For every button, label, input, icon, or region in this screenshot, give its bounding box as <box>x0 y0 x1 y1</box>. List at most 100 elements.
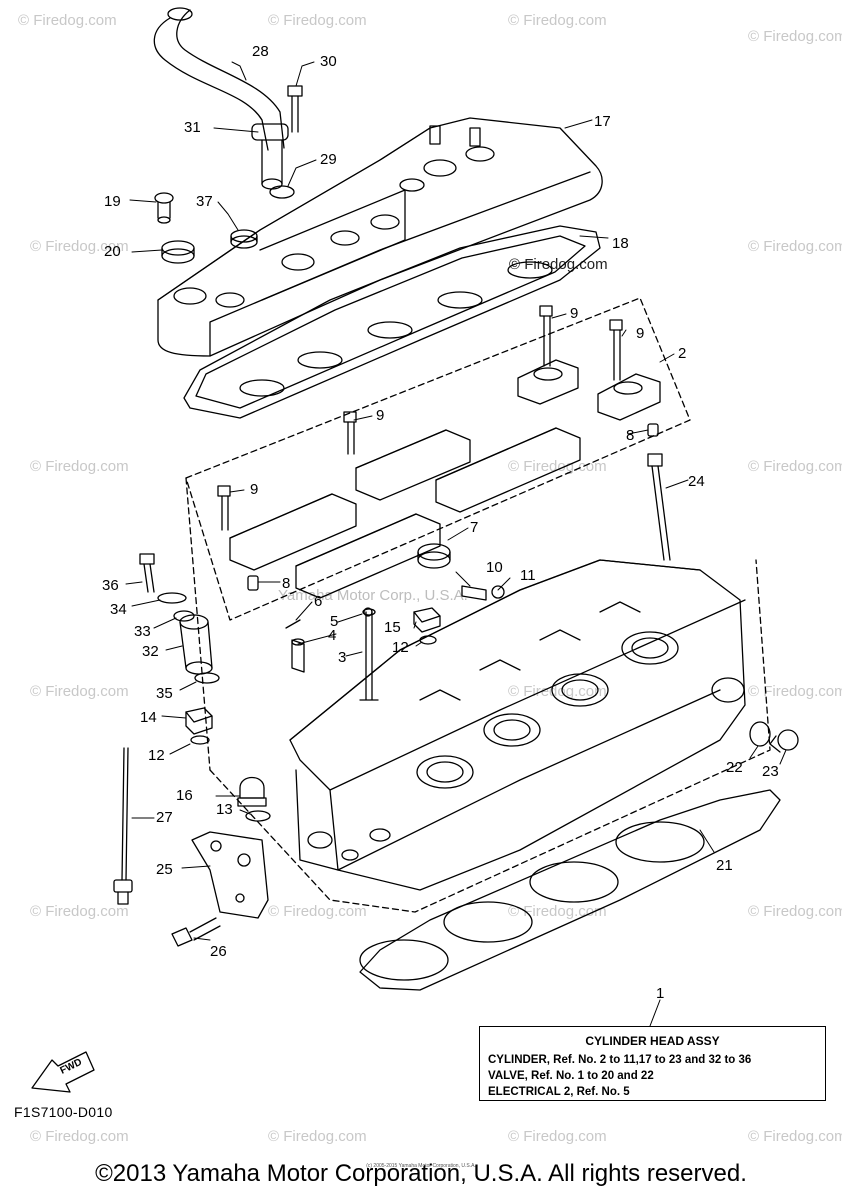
assembly-boundary <box>185 477 211 771</box>
callout-21: 21 <box>716 857 733 874</box>
footer-copyright: ©2013 Yamaha Motor Corporation, U.S.A. A… <box>95 1160 747 1187</box>
cam-cap-part <box>435 427 581 513</box>
watermark: © Firedog.com <box>30 458 129 475</box>
callout-6: 6 <box>314 593 322 610</box>
callout-15: 15 <box>384 619 401 636</box>
watermark: © Firedog.com <box>508 12 607 29</box>
bolt-part <box>171 917 221 947</box>
callout-18: 18 <box>612 235 629 252</box>
callout-17: 17 <box>594 113 611 130</box>
watermark: © Firedog.com <box>268 1128 367 1145</box>
valve-part <box>359 611 379 701</box>
assembly-boundary <box>185 297 691 621</box>
washer-part <box>419 635 437 645</box>
watermark: © Firedog.com <box>18 12 117 29</box>
callout-32: 32 <box>142 643 159 660</box>
cap-nut-part <box>237 776 267 807</box>
callout-7: 7 <box>470 519 478 536</box>
tiny-footer: (c) 2005-2015 Yamaha Motor Corporation, … <box>366 1163 476 1169</box>
callout-9d: 9 <box>250 481 258 498</box>
watermark: © Firedog.com <box>268 12 367 29</box>
callout-26: 26 <box>210 943 227 960</box>
watermark: © Firedog.com <box>748 28 842 45</box>
cam-cap-part <box>517 305 579 405</box>
dowel-pin-part <box>247 575 259 591</box>
plug-part <box>417 543 451 569</box>
washer-part <box>245 810 271 822</box>
callout-33: 33 <box>134 623 151 640</box>
o-ring-part <box>194 672 220 684</box>
grommet-part <box>230 229 258 249</box>
watermark: © Firedog.com <box>748 903 842 920</box>
watermark: © Firedog.com <box>748 683 842 700</box>
callout-8a: 8 <box>626 427 634 444</box>
watermark: © Firedog.com <box>748 458 842 475</box>
bolt-part <box>287 85 303 133</box>
plug-part <box>769 729 799 753</box>
watermark: © Firedog.com <box>508 458 607 475</box>
assembly-boundary <box>209 559 771 913</box>
cam-cap-part <box>295 513 441 599</box>
callout-8b: 8 <box>282 575 290 592</box>
cam-cap-part <box>343 411 471 501</box>
valve-part <box>362 608 376 616</box>
callout-28: 28 <box>252 43 269 60</box>
bolt-part <box>647 453 671 561</box>
callout-3: 3 <box>338 649 346 666</box>
leader-lines <box>125 61 787 1027</box>
breather-hose-part <box>153 7 289 190</box>
callout-5: 5 <box>330 613 338 630</box>
diagram-code: F1S7100-D010 <box>14 1104 113 1120</box>
callout-35: 35 <box>156 685 173 702</box>
watermark: © Firedog.com <box>268 903 367 920</box>
callout-12b: 12 <box>148 747 165 764</box>
watermark-label: © Firedog.com <box>509 256 608 273</box>
dowel-pin-part <box>647 423 659 437</box>
callout-23: 23 <box>762 763 779 780</box>
callout-22: 22 <box>726 759 743 776</box>
callout-10: 10 <box>486 559 503 576</box>
callout-4: 4 <box>328 627 336 644</box>
cylinder-head-gasket-part <box>359 789 781 991</box>
bolt-part <box>139 553 155 593</box>
legend-line: ELECTRICAL 2, Ref. No. 5 <box>488 1086 630 1098</box>
callout-31: 31 <box>184 119 201 136</box>
watermark: © Firedog.com <box>30 1128 129 1145</box>
callout-27: 27 <box>156 809 173 826</box>
nut-part <box>185 707 213 735</box>
legend-title: CYLINDER HEAD ASSY <box>585 1034 720 1048</box>
callout-30: 30 <box>320 53 337 70</box>
callout-2: 2 <box>678 345 686 362</box>
watermark: © Firedog.com <box>748 1128 842 1145</box>
head-cover-part <box>157 117 603 357</box>
cam-cap-part <box>597 319 661 421</box>
bolt-part <box>154 192 174 224</box>
callout-labels: 28 30 31 17 29 19 37 20 18 9 9 2 9 8 24 … <box>102 43 779 1002</box>
wire-harness-part <box>113 747 133 905</box>
callout-25: 25 <box>156 861 173 878</box>
bracket-part <box>191 831 269 919</box>
legend-box: CYLINDER HEAD ASSY CYLINDER, Ref. No. 2 … <box>479 1026 826 1101</box>
legend-line: VALVE, Ref. No. 1 to 20 and 22 <box>488 1070 654 1082</box>
head-cover-gasket-part <box>183 225 601 419</box>
callout-20: 20 <box>104 243 121 260</box>
washer-part <box>749 721 771 747</box>
callout-24: 24 <box>688 473 705 490</box>
watermark: © Firedog.com <box>30 683 129 700</box>
watermark-center: Yamaha Motor Corp., U.S.A. <box>278 587 468 604</box>
o-ring-part <box>269 185 295 199</box>
bolt-part <box>461 585 505 601</box>
cam-cap-part <box>217 485 357 571</box>
watermark: © Firedog.com <box>508 903 607 920</box>
callout-19: 19 <box>104 193 121 210</box>
callout-9a: 9 <box>570 305 578 322</box>
cylinder-head-part <box>289 559 746 891</box>
fwd-arrow-icon <box>31 1051 95 1093</box>
callout-12a: 12 <box>392 639 409 656</box>
grommet-part <box>161 240 195 264</box>
washer-part <box>190 735 210 745</box>
callout-34: 34 <box>110 601 127 618</box>
legend-line: CYLINDER, Ref. No. 2 to 11,17 to 23 and … <box>488 1054 752 1066</box>
callout-9c: 9 <box>376 407 384 424</box>
